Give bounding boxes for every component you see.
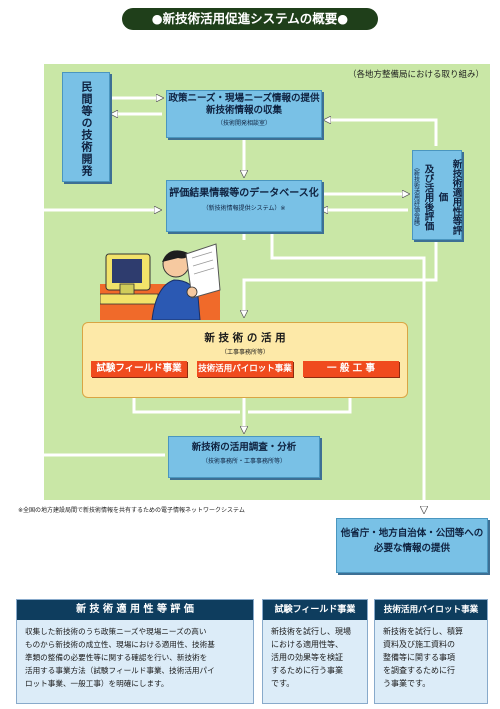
field-explanation-line: です。 bbox=[271, 679, 295, 688]
arrow-survey-to-database bbox=[40, 210, 165, 457]
collect-line2: 新技術情報の収集 bbox=[205, 105, 282, 116]
survey-line1: 新技術の活用調査・分析 bbox=[191, 442, 297, 453]
database-line1: 評価結果情報等のデータベース化 bbox=[169, 188, 319, 199]
pilot-explanation-heading: 技術活用パイロット事業 bbox=[375, 600, 487, 620]
eval-explanation-heading: 新 技 術 適 用 性 等 評 価 bbox=[17, 600, 253, 620]
private-dev-label: 民間等の技術開発 bbox=[80, 81, 93, 177]
field-explanation-line: 活用の効果等を検証 bbox=[271, 653, 343, 662]
eval-explanation-line: ものから新技術の成立性、現場における適用性、技術基 bbox=[25, 640, 215, 649]
activity-block: 新 技 術 の 活 用 （工事事務所等） 試験フィールド事業 技術活用パイロット… bbox=[82, 322, 408, 398]
pilot-explanation-line: 新技術を試行し、積算 bbox=[383, 627, 463, 636]
survey-sub: （技術事務所・工事事務所等） bbox=[201, 458, 286, 465]
evaluation-sub2: 及び活用後評価 bbox=[422, 163, 434, 231]
pilot-explanation-line: 整備等に関する事項 bbox=[383, 653, 455, 662]
footnote: ※全国の地方建設局間で新技術情報を共有するための電子情報ネットワークシステム bbox=[18, 507, 245, 514]
survey-box: 新技術の活用調査・分析 （技術事務所・工事事務所等） bbox=[168, 436, 320, 478]
pilot-explanation-line: 資料及び施工資料の bbox=[383, 640, 455, 649]
arrow-database-to-provide bbox=[270, 232, 424, 512]
arrow-eval-to-collect bbox=[325, 120, 438, 146]
eval-explanation-line: ロット事業、一般工事）を明確にします。 bbox=[25, 679, 169, 688]
field-explanation-line: するために行う事業 bbox=[271, 666, 343, 675]
private-dev-box: 民間等の技術開発 bbox=[62, 72, 110, 182]
evaluation-box: 新技術適用性等評価 及び活用後評価 （新技術活用評価会議） bbox=[412, 150, 462, 240]
arrow-eval-to-activity bbox=[244, 236, 438, 316]
pilot-project-item: 技術活用パイロット事業 bbox=[197, 361, 293, 377]
field-test-item: 試験フィールド事業 bbox=[91, 361, 187, 377]
evaluation-main: 新技術適用性等評価 bbox=[436, 159, 462, 235]
eval-explanation-line: 準類の整備の必要性等に関する確認を行い、新技術を bbox=[25, 653, 208, 662]
field-explanation-heading: 試験フィールド事業 bbox=[263, 600, 367, 620]
database-sub: （新技術情報提供システム）※ bbox=[202, 205, 286, 212]
collect-box: 政策ニーズ・現場ニーズ情報の提供 新技術情報の収集 （技術開発相談室） bbox=[166, 90, 322, 138]
collect-line1: 政策ニーズ・現場ニーズ情報の提供 bbox=[168, 93, 320, 104]
provide-line2: 必要な情報の提供 bbox=[373, 543, 450, 554]
activity-sub: （工事事務所等） bbox=[220, 349, 269, 356]
general-work-item: 一 般 工 事 bbox=[303, 361, 399, 377]
field-explanation-line: 新技術を試行し、現場 bbox=[271, 627, 351, 636]
provide-box: 他省庁・地方自治体・公団等への 必要な情報の提供 bbox=[336, 518, 488, 573]
regional-note: （各地方整備局における取り組み） bbox=[348, 70, 485, 80]
field-explanation-box: 試験フィールド事業 新技術を試行し、現場 における適用性等、 活用の効果等を検証… bbox=[262, 599, 368, 704]
database-box: 評価結果情報等のデータベース化 （新技術情報提供システム）※ bbox=[166, 180, 322, 232]
evaluation-sub: （新技術活用評価会議） bbox=[412, 164, 420, 230]
collect-sub: （技術開発相談室） bbox=[216, 120, 271, 127]
activity-title: 新 技 術 の 活 用 bbox=[204, 332, 286, 344]
pilot-explanation-box: 技術活用パイロット事業 新技術を試行し、積算 資料及び施工資料の 整備等に関する… bbox=[374, 599, 488, 704]
page-title: ●新技術活用促進システムの概要● bbox=[122, 8, 378, 30]
eval-explanation-line: 収集した新技術のうち政策ニーズや現場ニーズの高い bbox=[25, 627, 207, 636]
pilot-explanation-line: う事業です。 bbox=[383, 679, 431, 688]
field-explanation-line: における適用性等、 bbox=[271, 640, 343, 649]
eval-explanation-line: 活用する事業方法（試験フィールド事業、技術活用パイ bbox=[25, 666, 215, 675]
provide-line1: 他省庁・地方自治体・公団等への bbox=[340, 528, 484, 539]
person-computer-illustration bbox=[100, 243, 221, 320]
eval-explanation-box: 新 技 術 適 用 性 等 評 価 収集した新技術のうち政策ニーズや現場ニーズの… bbox=[16, 599, 254, 704]
pilot-explanation-line: を調査するために行 bbox=[383, 666, 455, 675]
